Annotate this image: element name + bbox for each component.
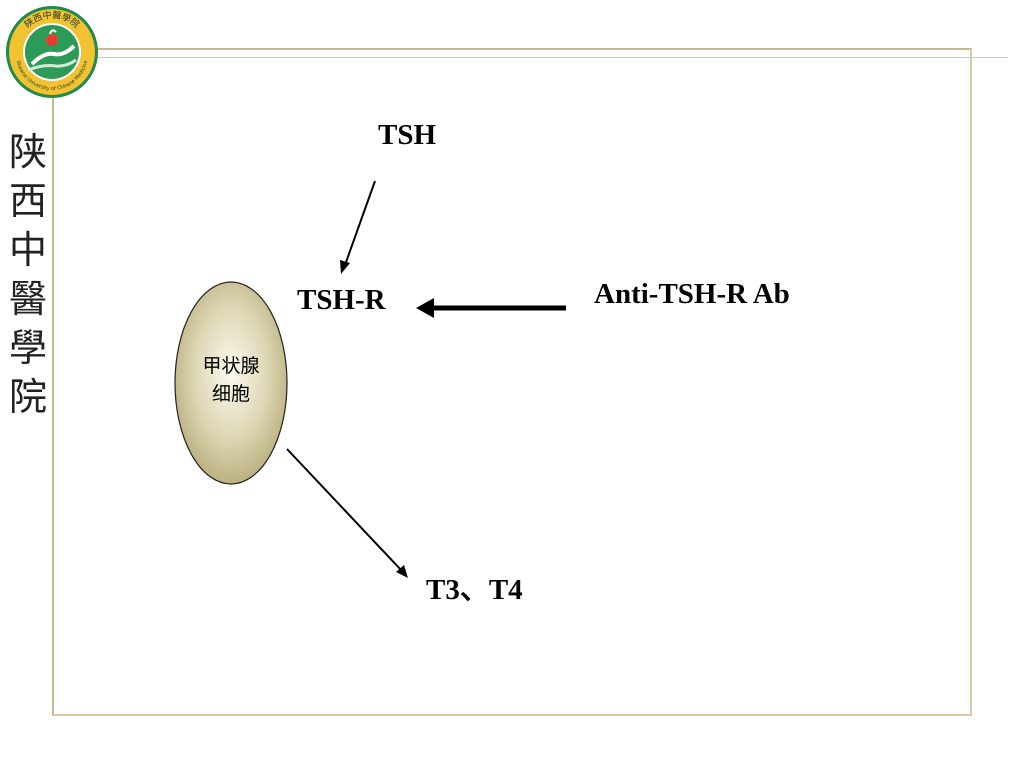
title-char: 中 [8, 228, 47, 272]
title-char: 醫 [8, 277, 47, 321]
slide-top-rule [96, 57, 1008, 58]
title-char: 西 [8, 179, 47, 223]
node-tsh-receptor: TSH-R [297, 284, 386, 316]
title-char: 學 [8, 326, 47, 370]
node-tsh: TSH [378, 119, 437, 151]
thyroid-cell-shape [174, 281, 288, 485]
node-t3-t4: T3、T4 [426, 574, 523, 606]
arrow-cell-to-hormones-head [396, 565, 408, 578]
arrow-tsh-to-receptor-head [340, 260, 350, 274]
arrow-antibody-to-receptor-head [416, 298, 434, 318]
arrow-cell-to-hormones [286, 448, 403, 572]
title-char: 院 [8, 375, 47, 419]
vertical-college-title: 陕 西 中 醫 學 院 [2, 128, 54, 422]
college-seal-icon: 陕西中醫學院 Shaanxi University of Chinese Med… [6, 6, 98, 98]
cell-label-line1: 甲状腺 [202, 355, 260, 377]
cell-label-line2: 细胞 [211, 383, 250, 405]
arrow-tsh-to-receptor [344, 180, 376, 266]
node-anti-tsh-r-antibody: Anti-TSH-R Ab [594, 278, 790, 310]
title-char: 陕 [8, 130, 47, 174]
thyroid-cell-label: 甲状腺 细胞 [176, 352, 286, 408]
